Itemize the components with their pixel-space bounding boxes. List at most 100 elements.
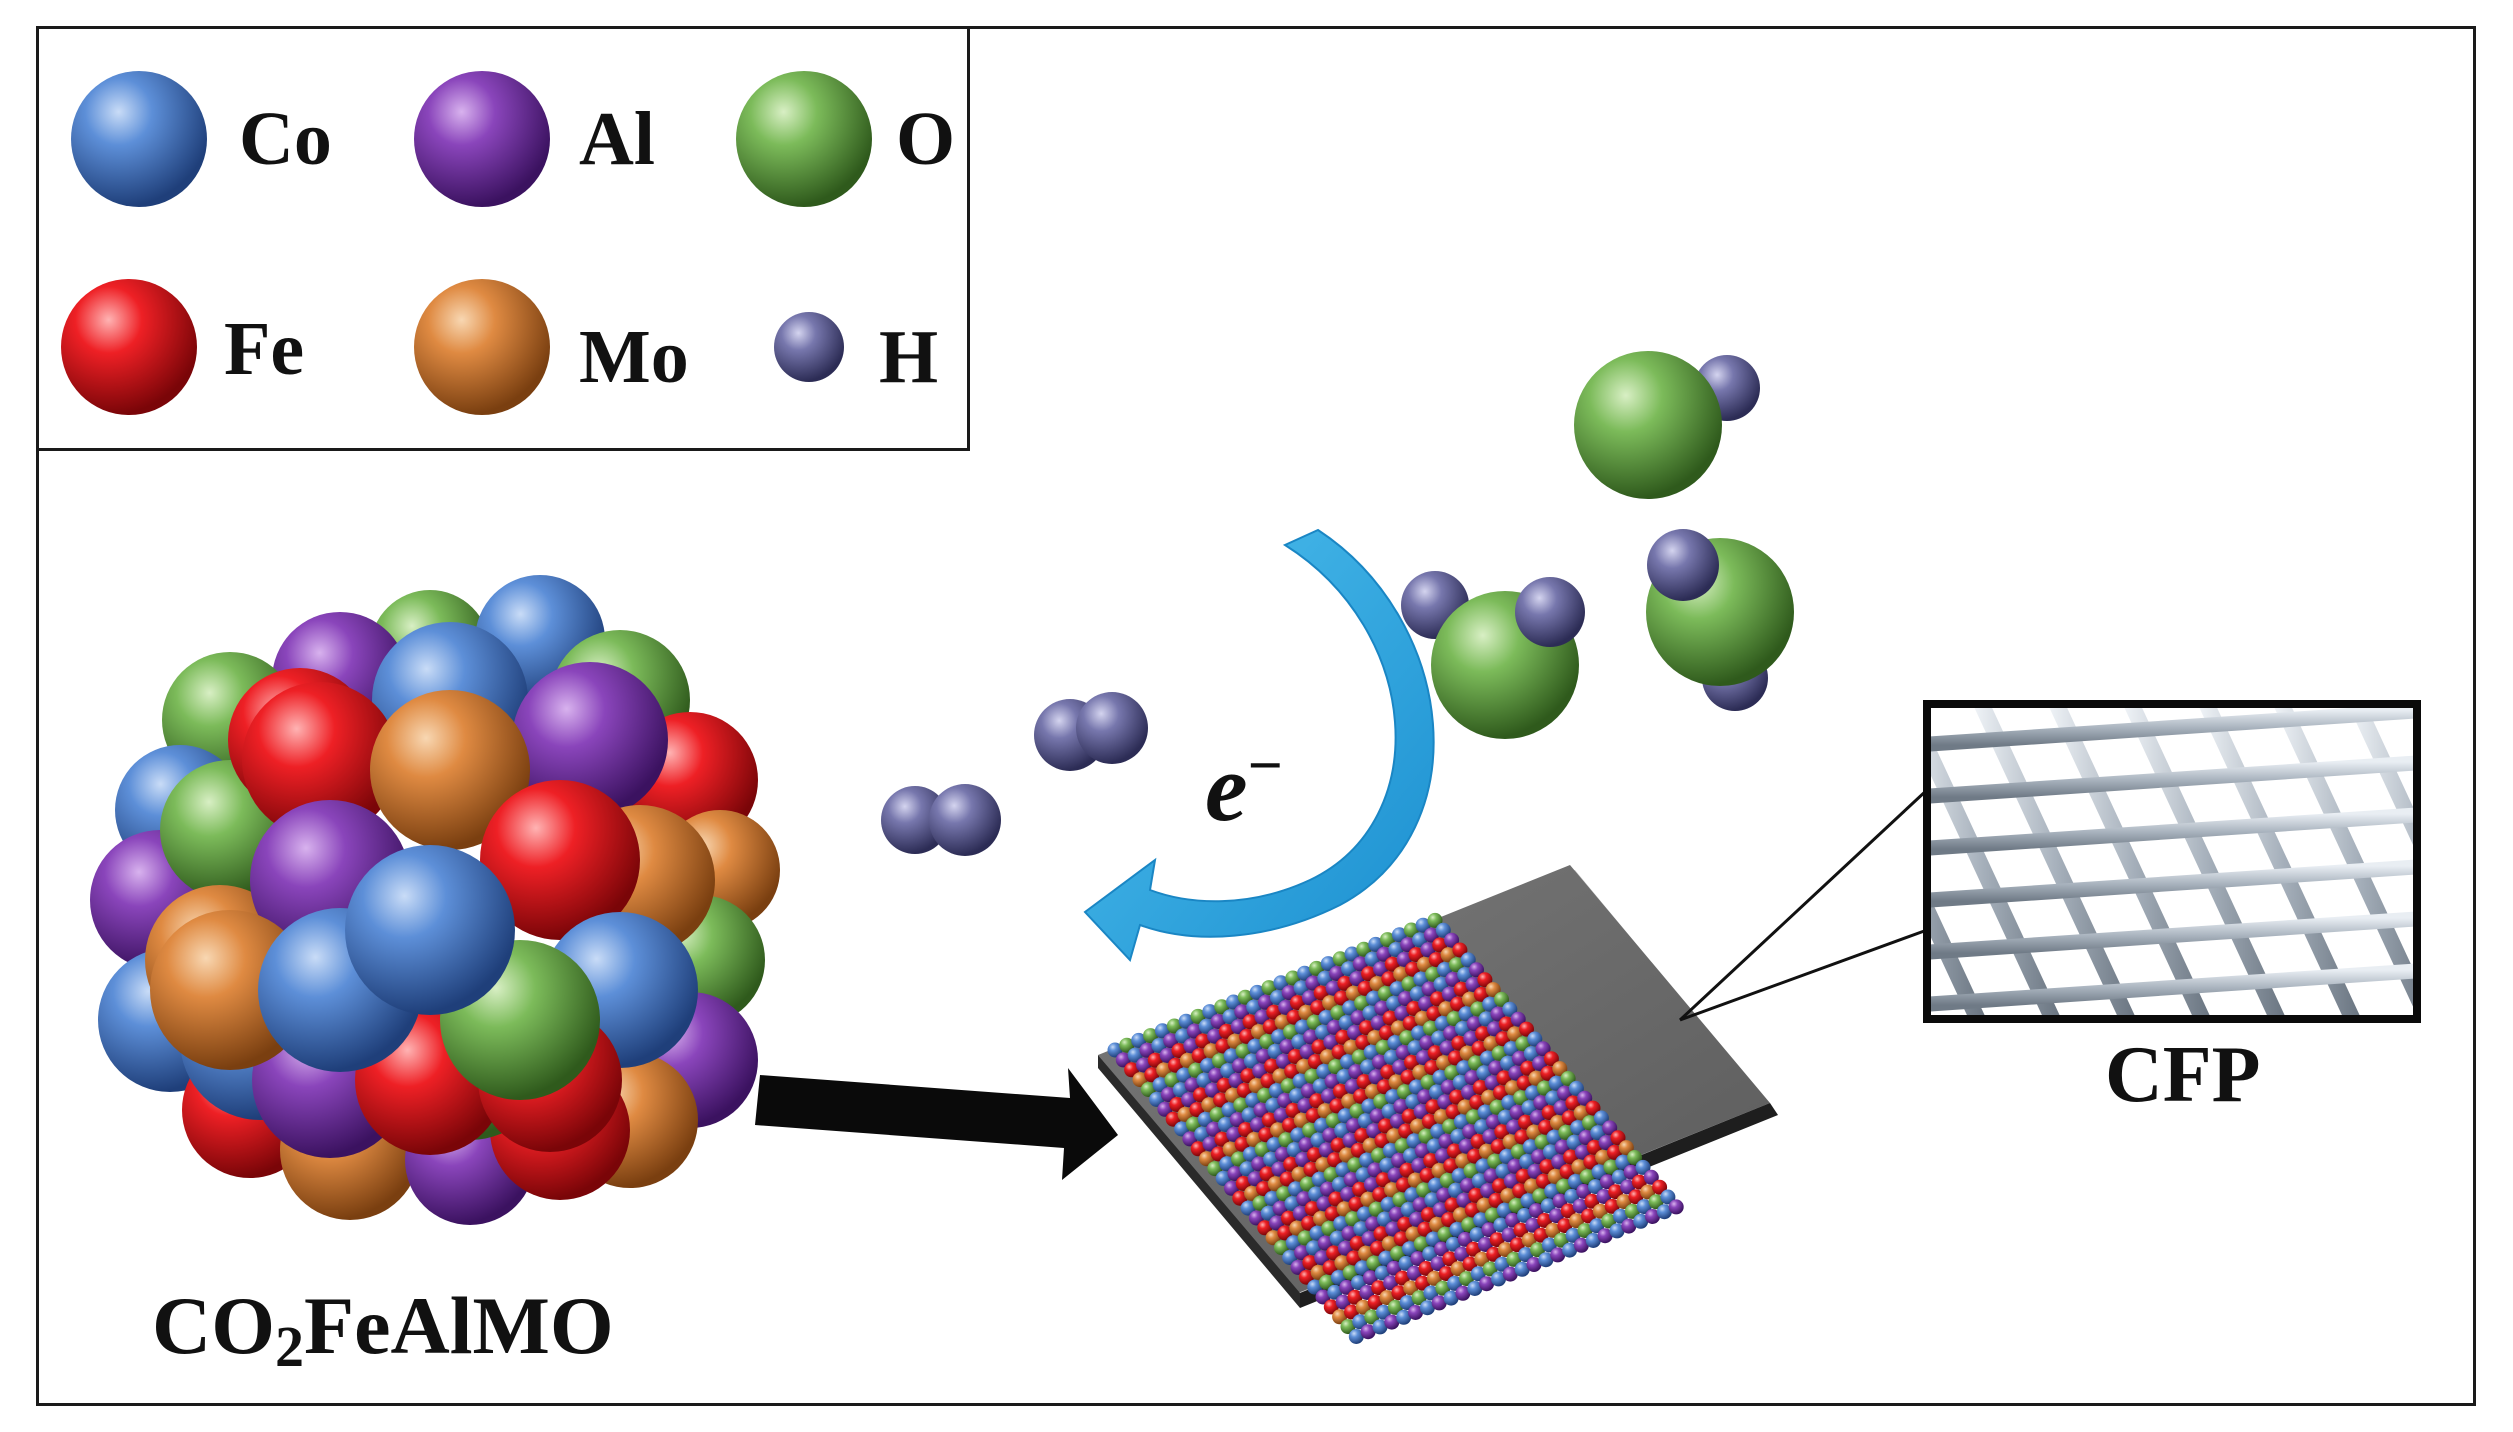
deposit-particle	[1464, 1202, 1480, 1218]
deposit-particle	[1466, 1241, 1481, 1257]
deposit-particle	[1218, 1023, 1234, 1039]
deposit-particle	[1235, 1176, 1251, 1191]
deposit-particle	[1636, 1199, 1652, 1215]
deposit-particle	[1513, 1222, 1529, 1238]
deposit-particle	[1470, 1133, 1486, 1149]
deposit-particle	[1238, 1122, 1254, 1138]
deposit-particle	[1592, 1203, 1608, 1219]
legend-swatch-fe	[61, 279, 197, 415]
deposit-particle	[1433, 976, 1449, 992]
deposit-particle	[1124, 1062, 1140, 1078]
deposit-particle	[1260, 1205, 1276, 1221]
deposit-particle	[1482, 1261, 1498, 1277]
deposit-particle	[1352, 1181, 1368, 1197]
deposit-particle	[1419, 1167, 1435, 1183]
deposit-particle	[1285, 970, 1301, 986]
deposit-particle	[1324, 1073, 1340, 1089]
deposit-particle	[1375, 1172, 1391, 1188]
deposit-particle	[1589, 1218, 1605, 1234]
deposit-particle	[1258, 994, 1273, 1010]
deposit-particle	[1290, 1127, 1306, 1143]
deposit-particle	[1277, 1225, 1293, 1241]
carbon-fiber	[1927, 890, 1987, 1019]
deposit-particle	[1585, 1233, 1601, 1248]
deposit-particle	[1307, 1279, 1323, 1295]
deposit-particle	[1388, 1074, 1404, 1090]
deposit-particle	[1467, 1148, 1482, 1164]
deposit-particle	[1343, 1172, 1359, 1188]
deposit-particle	[1219, 1156, 1235, 1172]
electron-transfer-arrow	[1083, 528, 1435, 962]
deposit-particle	[1290, 1259, 1306, 1275]
deposit-particle	[1576, 1183, 1592, 1199]
deposit-particle	[1439, 1172, 1455, 1188]
deposit-particle	[1350, 1142, 1366, 1158]
deposit-particle	[1523, 1046, 1539, 1062]
deposit-particle	[1535, 1041, 1551, 1057]
deposit-particle	[1427, 1045, 1443, 1061]
deposit-particle	[1231, 1151, 1246, 1167]
deposit-particle	[1502, 1134, 1518, 1150]
deposit-particle	[1374, 1000, 1390, 1016]
deposit-particle	[1488, 1192, 1504, 1208]
deposit-particle	[1284, 1196, 1300, 1212]
deposit-particle	[1368, 1201, 1384, 1217]
deposit-particle	[1627, 1150, 1643, 1165]
deposit-particle	[1175, 1028, 1191, 1044]
deposit-particle	[1203, 1043, 1219, 1059]
deposit-particle	[1291, 1166, 1307, 1182]
deposit-particle	[1419, 1035, 1435, 1051]
deposit-particle	[1401, 1108, 1417, 1124]
deposit-particle	[1107, 1042, 1123, 1058]
deposit-particle	[1232, 1190, 1248, 1206]
deposit-particle	[1279, 1171, 1295, 1187]
deposit-particle	[1349, 1235, 1365, 1251]
legend-swatches	[61, 71, 872, 415]
deposit-particle	[1367, 1294, 1383, 1310]
deposit-particle	[1403, 922, 1419, 938]
deposit-particle	[1296, 1191, 1312, 1207]
deposit-particle	[1570, 1120, 1586, 1136]
deposit-particle	[1214, 999, 1230, 1015]
deposit-particle	[1317, 1235, 1333, 1251]
deposit-particle	[1483, 1036, 1499, 1051]
deposit-particle	[1340, 1054, 1355, 1070]
deposit-particle	[1351, 1049, 1367, 1065]
deposit-particle	[1342, 1132, 1358, 1148]
deposit-particle	[1199, 1151, 1214, 1167]
deposit-particle	[1282, 1250, 1298, 1265]
deposit-particle	[1618, 1140, 1634, 1156]
deposit-particle	[1280, 1078, 1296, 1094]
deposit-particle	[1384, 1182, 1400, 1198]
deposit-particle	[1545, 1090, 1561, 1106]
deposit-particle	[1559, 1164, 1575, 1180]
deposit-particle	[1560, 1203, 1576, 1219]
deposit-particle	[1643, 1169, 1659, 1185]
deposit-particle	[1554, 1139, 1570, 1155]
deposit-particle	[1174, 1121, 1190, 1137]
deposit-particle	[1315, 1289, 1331, 1305]
deposit-particle	[1424, 1060, 1440, 1075]
deposit-particle	[1144, 1067, 1160, 1083]
deposit-particle	[1264, 1058, 1280, 1074]
deposit-particle	[1362, 1270, 1378, 1286]
deposit-particle	[1326, 1245, 1342, 1261]
deposit-particle	[1345, 1211, 1360, 1227]
legend-label-fe: Fe	[224, 307, 305, 391]
electron-label: e−	[1205, 732, 1283, 842]
deposit-particle	[1496, 1070, 1512, 1086]
deposit-particle	[1520, 1060, 1536, 1076]
deposit-particle	[1525, 1085, 1540, 1101]
deposit-particle	[1410, 1251, 1426, 1267]
deposit-particle	[1512, 1183, 1528, 1199]
h2-molecule	[1034, 692, 1148, 771]
deposit-particle	[1487, 1153, 1503, 1169]
deposit-particle	[1246, 999, 1262, 1015]
deposit-particle	[1309, 960, 1324, 976]
deposit-particle	[1524, 1178, 1539, 1194]
deposit-particle	[1309, 1225, 1325, 1241]
deposit-particle	[1432, 1069, 1448, 1085]
deposit-particle	[1213, 1092, 1229, 1108]
deposit-particle	[1500, 1188, 1516, 1204]
deposit-particle	[1381, 1103, 1397, 1119]
